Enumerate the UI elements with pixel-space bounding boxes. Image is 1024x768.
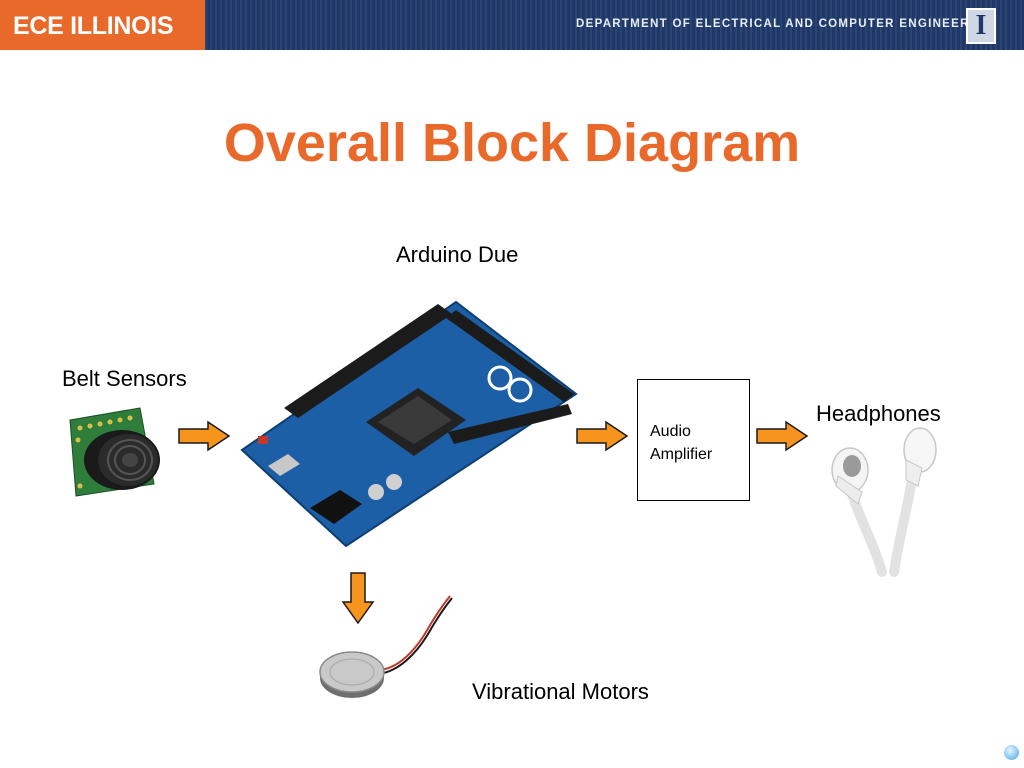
- arrow-right-icon: [756, 420, 809, 452]
- vibrational-motors-label: Vibrational Motors: [472, 679, 649, 704]
- vibration-motor-icon: [319, 595, 453, 698]
- belt-sensors-label: Belt Sensors: [62, 366, 187, 391]
- slide-nav-dot-icon[interactable]: [1004, 745, 1019, 760]
- audio-amplifier-block: Audio Amplifier: [637, 379, 750, 501]
- slide-title: Overall Block Diagram: [223, 113, 801, 173]
- earbuds-headphones-icon: [831, 427, 937, 577]
- department-name: DEPARTMENT OF ELECTRICAL AND COMPUTER EN…: [576, 18, 995, 30]
- arrow-right-icon: [178, 420, 231, 452]
- arrow-down-icon: [341, 572, 375, 625]
- illinois-block-i-icon: I: [966, 8, 996, 44]
- logo-text: ECE ILLINOIS: [13, 12, 174, 40]
- headphones-label: Headphones: [816, 401, 941, 426]
- arrow-right-icon: [576, 420, 629, 452]
- arduino-due-label: Arduino Due: [396, 242, 519, 267]
- ultrasonic-sensor-icon: [69, 407, 160, 497]
- arduino-due-board-icon: [240, 300, 578, 548]
- header-bar: ECE ILLINOIS DEPARTMENT OF ELECTRICAL AN…: [0, 0, 1024, 50]
- audio-amplifier-label: Audio Amplifier: [650, 423, 713, 463]
- ece-illinois-logo: ECE ILLINOIS: [0, 0, 205, 50]
